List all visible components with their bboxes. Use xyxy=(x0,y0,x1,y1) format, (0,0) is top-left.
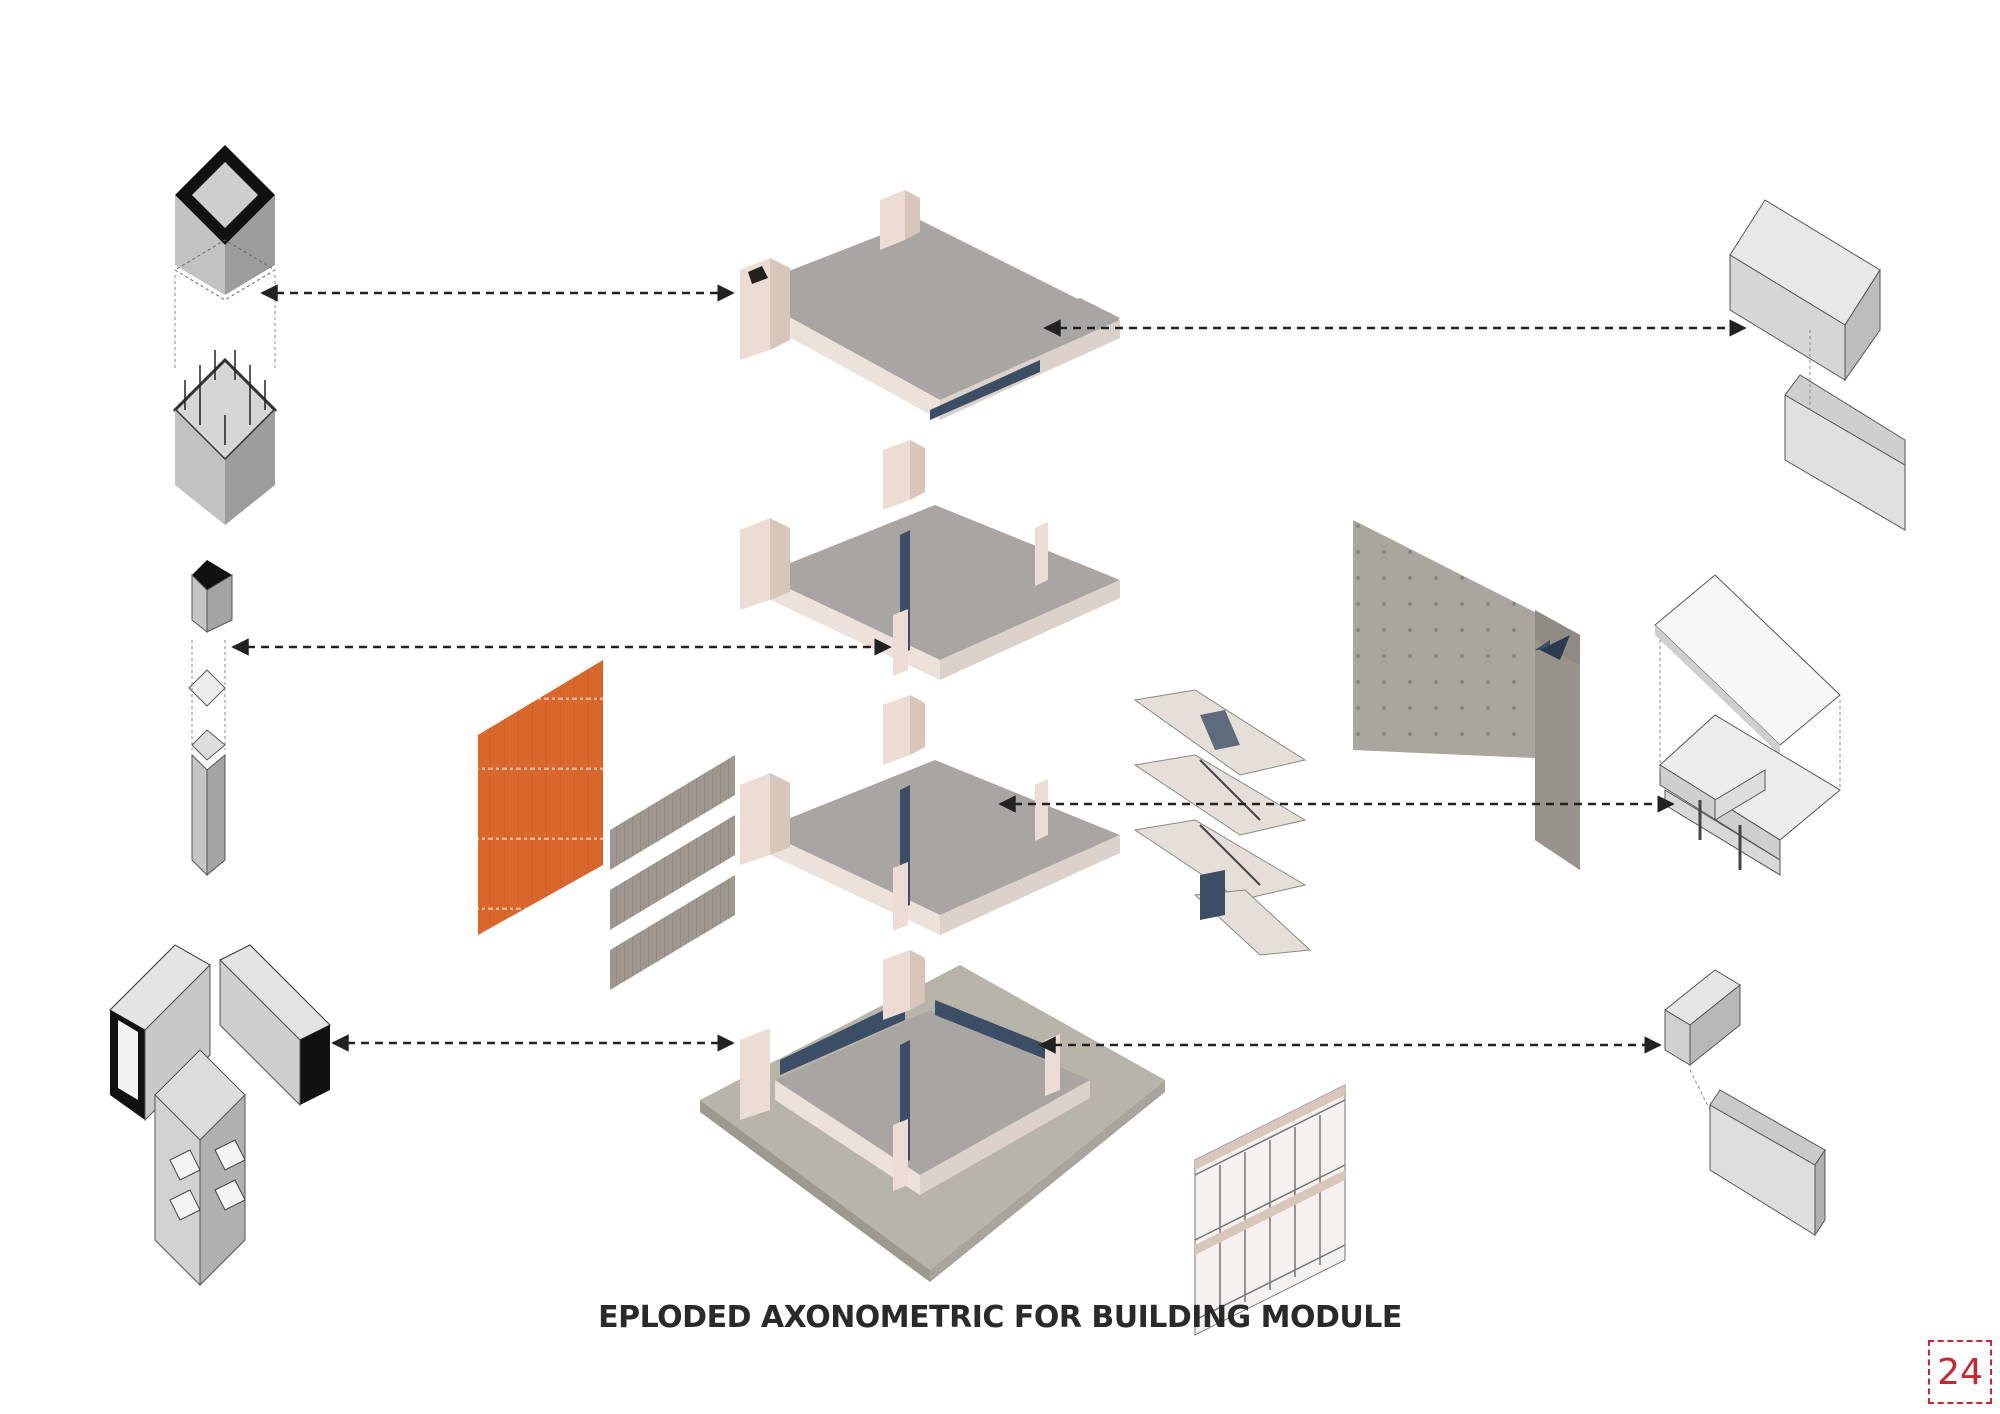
perforated-wall xyxy=(1353,520,1580,870)
middle-floor-slab xyxy=(740,695,1120,935)
diagram-caption: EPLODED AXONOMETRIC FOR BUILDING MODULE xyxy=(598,1300,1402,1335)
column-top-detail xyxy=(174,145,276,370)
column-reinforcement-detail xyxy=(172,350,278,525)
page-number: 24 xyxy=(1928,1340,1992,1404)
column-base-detail xyxy=(109,944,331,1287)
lintel-detail xyxy=(1664,969,1826,1237)
grey-cladding-panels xyxy=(610,755,735,990)
column-cap-detail xyxy=(188,560,233,750)
canopy-detail xyxy=(1654,574,1841,876)
orange-facade-panel xyxy=(478,660,603,935)
ground-floor-slab xyxy=(700,950,1165,1282)
parapet-detail xyxy=(1729,199,1906,531)
window-frame xyxy=(1194,1084,1346,1336)
roof-slab xyxy=(740,190,1120,420)
upper-floor-slab xyxy=(740,440,1120,680)
staircase xyxy=(1133,689,1312,956)
column-shaft-detail xyxy=(191,729,226,877)
